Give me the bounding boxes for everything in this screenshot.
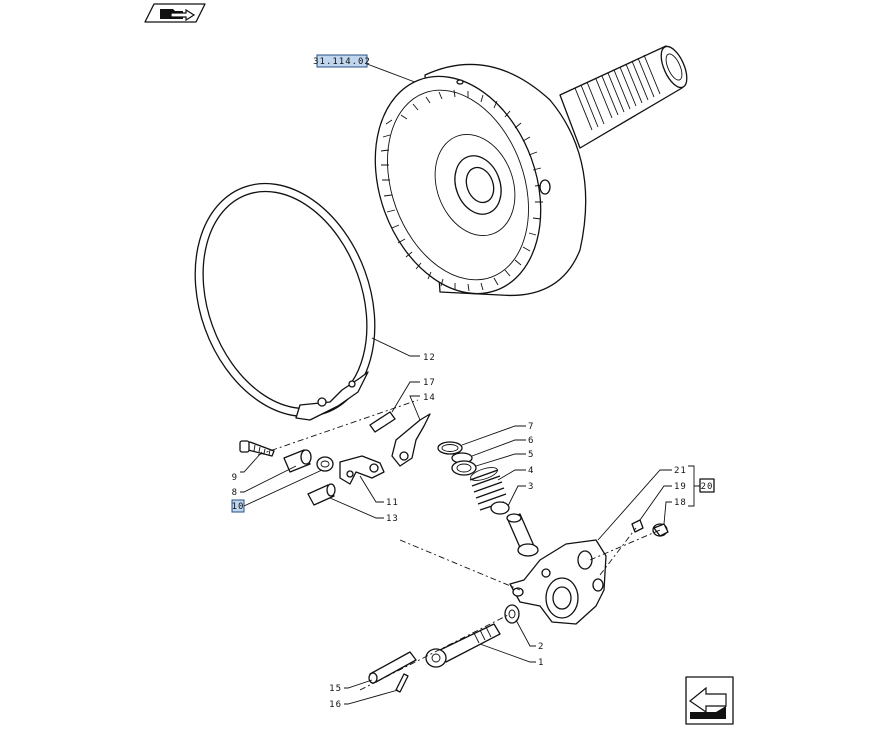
previous-page-folder-arrow-icon[interactable] bbox=[144, 3, 206, 23]
ring-3 bbox=[490, 501, 510, 515]
plug-18 bbox=[652, 523, 669, 537]
o-ring-7 bbox=[437, 441, 463, 455]
figure-reference-text: 31.114.02 bbox=[313, 57, 371, 67]
callout-9[interactable]: 9 bbox=[232, 451, 263, 483]
pin-17 bbox=[369, 411, 396, 433]
brake-band bbox=[194, 182, 376, 421]
callout-15[interactable]: 15 bbox=[329, 679, 373, 694]
pin-13 bbox=[307, 483, 336, 506]
figure-reference-tag[interactable]: 31.114.02 bbox=[313, 54, 421, 85]
washer-10 bbox=[316, 456, 334, 472]
svg-text:16: 16 bbox=[329, 700, 342, 710]
next-page-arrow-icon[interactable] bbox=[685, 676, 734, 725]
callout-16[interactable]: 16 bbox=[329, 689, 399, 710]
callout-4[interactable]: 4 bbox=[497, 466, 534, 481]
callout-13[interactable]: 13 bbox=[329, 497, 399, 524]
bushing-8 bbox=[283, 449, 312, 473]
svg-text:10: 10 bbox=[232, 502, 245, 512]
callout-19[interactable]: 19 bbox=[639, 482, 687, 521]
callout-3[interactable]: 3 bbox=[507, 482, 534, 507]
washer-2 bbox=[504, 604, 520, 624]
callout-5[interactable]: 5 bbox=[475, 450, 534, 467]
nipple-19 bbox=[631, 519, 644, 533]
svg-text:8: 8 bbox=[232, 488, 238, 498]
lever-14 bbox=[391, 413, 431, 467]
svg-text:21: 21 bbox=[674, 466, 687, 476]
clip-16 bbox=[395, 673, 409, 693]
svg-text:9: 9 bbox=[232, 473, 238, 483]
valve-housing bbox=[509, 539, 607, 625]
callout-8[interactable]: 8 bbox=[232, 465, 297, 498]
svg-text:3: 3 bbox=[528, 482, 534, 492]
ring-gear-drum bbox=[374, 45, 688, 297]
svg-text:20: 20 bbox=[701, 482, 714, 492]
callout-1[interactable]: 1 bbox=[479, 643, 544, 668]
svg-text:1: 1 bbox=[538, 658, 544, 668]
svg-text:7: 7 bbox=[528, 422, 534, 432]
group-bracket-20[interactable]: 20 bbox=[688, 465, 715, 507]
callout-21[interactable]: 21 bbox=[597, 466, 687, 541]
svg-text:14: 14 bbox=[423, 393, 436, 403]
svg-text:15: 15 bbox=[329, 684, 342, 694]
callout-18[interactable]: 18 bbox=[663, 498, 687, 525]
bracket-11 bbox=[339, 455, 385, 485]
callout-12[interactable]: 12 bbox=[371, 337, 436, 363]
pin-15 bbox=[368, 651, 417, 684]
spring-4 bbox=[469, 467, 507, 511]
bolt-1 bbox=[425, 623, 501, 668]
cup-5 bbox=[451, 460, 477, 476]
svg-text:13: 13 bbox=[386, 514, 399, 524]
svg-text:18: 18 bbox=[674, 498, 687, 508]
svg-text:5: 5 bbox=[528, 450, 534, 460]
callout-11[interactable]: 11 bbox=[359, 475, 399, 508]
svg-text:19: 19 bbox=[674, 482, 687, 492]
callout-14[interactable]: 14 bbox=[409, 393, 436, 421]
svg-text:6: 6 bbox=[528, 436, 534, 446]
callout-2[interactable]: 2 bbox=[515, 619, 544, 652]
callout-7[interactable]: 7 bbox=[461, 422, 534, 446]
piston bbox=[506, 513, 539, 557]
svg-text:2: 2 bbox=[538, 642, 544, 652]
callout-10[interactable]: 10 bbox=[231, 469, 323, 513]
callout-6[interactable]: 6 bbox=[471, 436, 534, 457]
callout-17[interactable]: 17 bbox=[391, 378, 436, 413]
svg-text:11: 11 bbox=[386, 498, 399, 508]
screw-9 bbox=[239, 440, 275, 457]
svg-text:12: 12 bbox=[423, 353, 436, 363]
svg-text:4: 4 bbox=[528, 466, 534, 476]
svg-text:17: 17 bbox=[423, 378, 436, 388]
